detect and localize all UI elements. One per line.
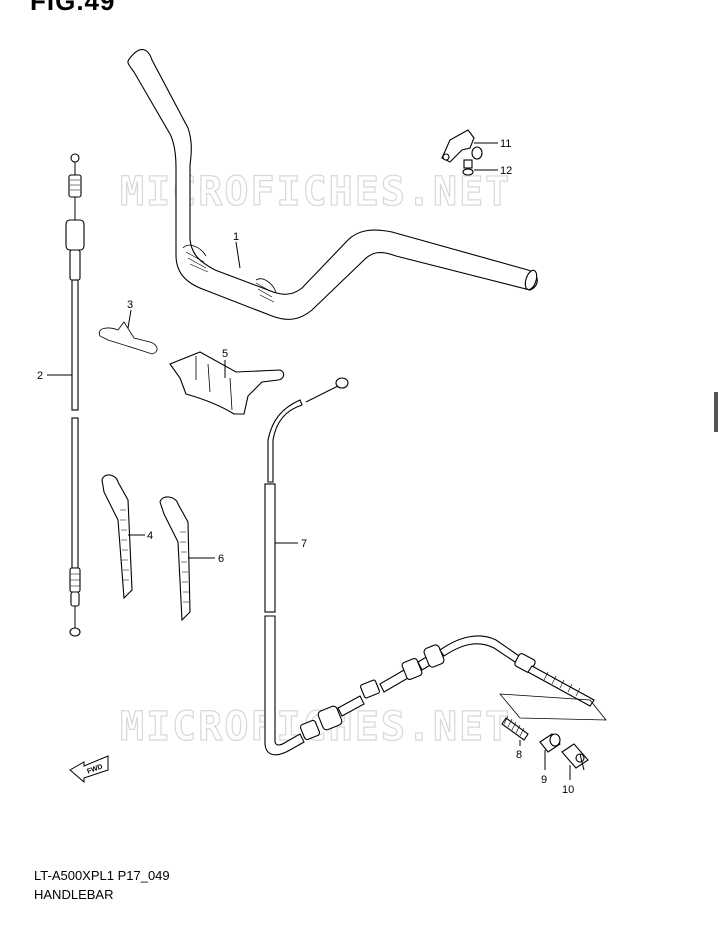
callout-10: 10 bbox=[562, 784, 574, 796]
brake-cable-part[interactable] bbox=[264, 377, 595, 756]
cable-tie-part-4[interactable] bbox=[101, 474, 133, 600]
callout-8: 8 bbox=[516, 749, 522, 761]
page-edge-mark bbox=[714, 392, 718, 432]
fwd-arrow-icon: FWD bbox=[69, 755, 109, 784]
callout-12: 12 bbox=[500, 165, 512, 177]
callout-1: 1 bbox=[233, 231, 239, 243]
wire-clip-part[interactable] bbox=[98, 321, 158, 355]
section-title: HANDLEBAR bbox=[34, 887, 114, 902]
collar-part[interactable] bbox=[539, 733, 561, 753]
bolt-part[interactable] bbox=[462, 159, 474, 176]
spring-part[interactable] bbox=[501, 715, 529, 741]
bracket-part[interactable] bbox=[169, 351, 285, 415]
handlebar-part[interactable] bbox=[127, 49, 539, 320]
callout-6: 6 bbox=[218, 553, 224, 565]
callout-5: 5 bbox=[222, 348, 228, 360]
throttle-cable-part[interactable] bbox=[65, 153, 85, 637]
callout-3: 3 bbox=[127, 299, 133, 311]
callout-9: 9 bbox=[541, 774, 547, 786]
small-bracket-part[interactable] bbox=[441, 129, 483, 163]
callout-11: 11 bbox=[500, 138, 511, 150]
label-plate bbox=[499, 693, 607, 721]
callout-4: 4 bbox=[147, 530, 153, 542]
leader-1 bbox=[235, 241, 241, 269]
clevis-part[interactable] bbox=[561, 743, 589, 771]
figure-title: FIG.49 bbox=[30, 0, 116, 16]
diagram-code: LT-A500XPL1 P17_049 bbox=[34, 868, 170, 883]
leader-3 bbox=[127, 309, 132, 329]
cable-tie-part-6[interactable] bbox=[159, 496, 191, 622]
callout-7: 7 bbox=[301, 538, 307, 550]
callout-2: 2 bbox=[37, 370, 43, 382]
